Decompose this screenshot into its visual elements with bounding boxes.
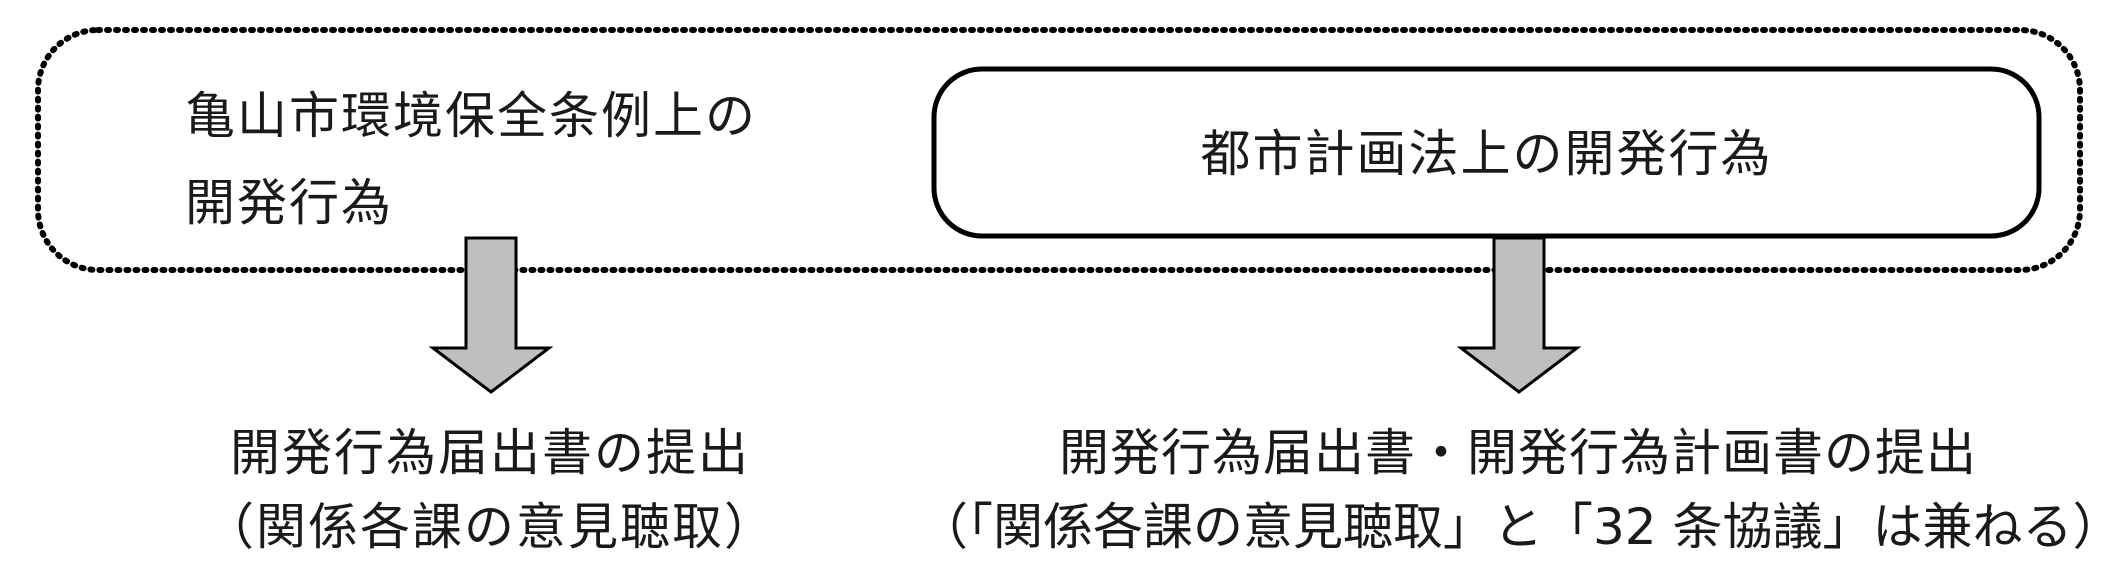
- left-down-arrow: [428, 236, 554, 394]
- outer-scope-boundary: [35, 27, 2083, 273]
- inner-box: [931, 66, 2042, 239]
- right-result-line1: 開発行為届出書・開発行為計画書の提出: [1059, 424, 1977, 482]
- left-result-line1: 開発行為届出書の提出: [230, 424, 750, 482]
- right-result-line2: （「関係各課の意見聴取」と「32 条協議」は兼ねる）: [918, 498, 2118, 556]
- outer-scope-label-line1: 亀山市環境保全条例上の: [185, 87, 757, 145]
- left-result-line2: （関係各課の意見聴取）: [204, 498, 776, 556]
- inner-box-label: 都市計画法上の開発行為: [1200, 125, 1773, 183]
- right-down-arrow: [1456, 236, 1582, 394]
- outer-scope-label-line2: 開発行為: [185, 174, 393, 232]
